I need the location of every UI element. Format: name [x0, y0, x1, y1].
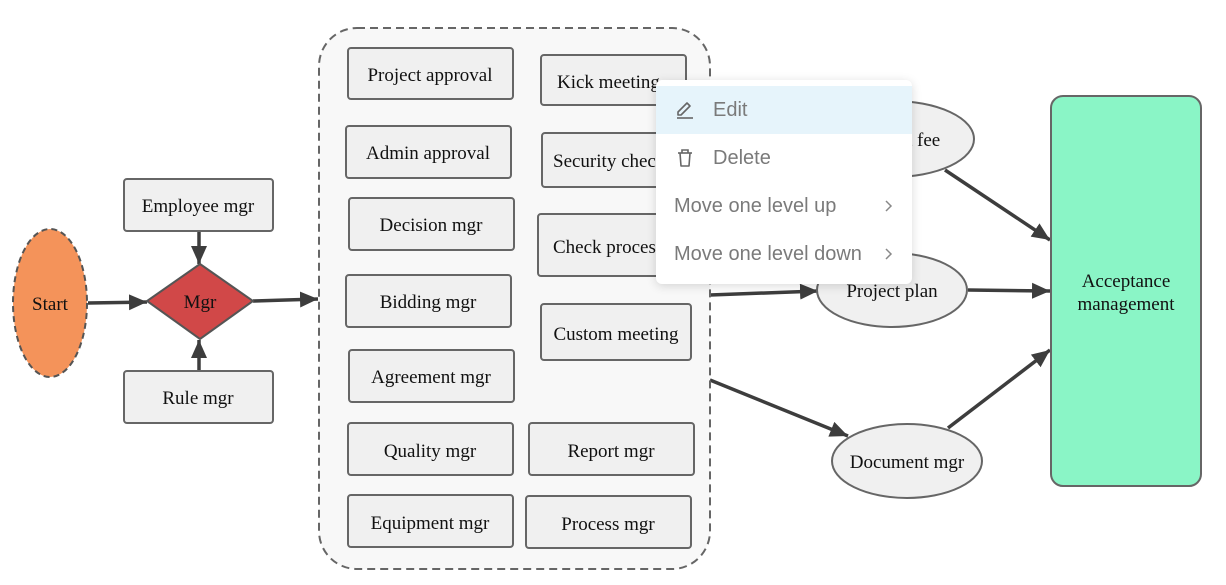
decision-label: Mgr [184, 292, 217, 313]
menu-item-label: Move one level up [674, 194, 837, 217]
acceptance-management-node[interactable]: Acceptance management [1050, 95, 1202, 487]
rule-mgr-label: Rule mgr [162, 388, 234, 409]
group-node-project-approval[interactable]: Project approval [347, 47, 514, 100]
start-label: Start [32, 294, 69, 315]
group-node-kick-meeting[interactable]: Kick meeting [540, 54, 687, 106]
decision-node[interactable]: Mgr [145, 262, 255, 341]
group-node-security-check[interactable]: Security check [541, 132, 683, 188]
group-node-label: Equipment mgr [371, 513, 490, 534]
edge-plan-to-acceptance[interactable] [967, 282, 1051, 299]
start-node[interactable]: Start [12, 228, 88, 378]
menu-item-edit[interactable]: Edit [656, 86, 912, 134]
trash-icon [673, 146, 697, 170]
document-mgr-label: Document mgr [850, 452, 965, 473]
project-plan-label: Project plan [846, 281, 938, 302]
group-node-label: Check process [553, 237, 663, 258]
edge-group-to-document-mgr[interactable] [709, 378, 849, 438]
group-node-label: Bidding mgr [380, 292, 477, 313]
group-node-label: Security check [553, 151, 666, 172]
edge-mgr-to-group[interactable] [252, 291, 319, 308]
group-node-custom-meeting[interactable]: Custom meeting [540, 303, 692, 361]
menu-item-label: Move one level down [674, 242, 862, 265]
menu-item-move-down[interactable]: Move one level down [656, 230, 912, 278]
group-node-label: Project approval [367, 65, 492, 86]
group-node-label: Report mgr [567, 441, 655, 462]
group-node-label: Process mgr [561, 514, 655, 535]
group-node-equipment-mgr[interactable]: Equipment mgr [347, 494, 514, 548]
chevron-right-icon [880, 247, 898, 261]
edge-start-to-mgr[interactable] [87, 294, 148, 311]
group-node-agreement-mgr[interactable]: Agreement mgr [348, 349, 515, 403]
edge-payment-to-acceptance[interactable] [944, 168, 1051, 242]
edge-document-to-acceptance[interactable] [946, 348, 1052, 430]
menu-item-label: Delete [713, 146, 771, 169]
group-node-label: Custom meeting [553, 324, 679, 345]
menu-item-label: Edit [713, 98, 748, 121]
group-node-report-mgr[interactable]: Report mgr [528, 422, 695, 476]
group-node-check-process[interactable]: Check process [537, 213, 681, 277]
group-node-quality-mgr[interactable]: Quality mgr [347, 422, 514, 476]
edge-group-to-project-plan[interactable] [709, 283, 819, 300]
context-menu: Edit Delete Move one level up Move one l… [656, 80, 912, 284]
employee-mgr-node[interactable]: Employee mgr [123, 178, 274, 232]
acceptance-label-line2: management [1077, 294, 1175, 315]
group-node-bidding-mgr[interactable]: Bidding mgr [345, 274, 512, 328]
employee-mgr-label: Employee mgr [142, 196, 255, 217]
menu-item-delete[interactable]: Delete [656, 134, 912, 182]
menu-item-move-up[interactable]: Move one level up [656, 182, 912, 230]
group-node-label: Agreement mgr [371, 367, 491, 388]
rule-mgr-node[interactable]: Rule mgr [123, 370, 274, 424]
group-node-decision-mgr[interactable]: Decision mgr [348, 197, 515, 251]
group-node-label: Kick meeting [557, 72, 660, 93]
acceptance-label-line1: Acceptance [1082, 271, 1171, 292]
edges [87, 168, 1052, 438]
group-node-label: Admin approval [366, 143, 490, 164]
group-node-label: Decision mgr [380, 215, 484, 236]
document-mgr-node[interactable]: Document mgr [831, 423, 983, 499]
group-node-process-mgr[interactable]: Process mgr [525, 495, 692, 549]
chevron-right-icon [880, 199, 898, 213]
group-node-admin-approval[interactable]: Admin approval [345, 125, 512, 179]
group-node-label: Quality mgr [384, 441, 477, 462]
pencil-icon [673, 98, 697, 122]
